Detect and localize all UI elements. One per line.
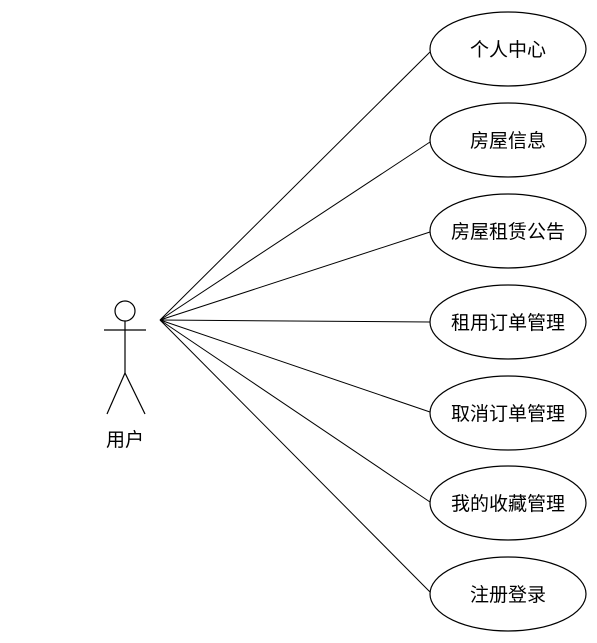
- association-line-2: [159, 141, 431, 321]
- use-case-label: 房屋租赁公告: [451, 221, 565, 243]
- actor-right-leg: [124, 372, 146, 415]
- use-case-ellipse: [429, 465, 587, 541]
- use-case-label: 个人中心: [470, 39, 546, 61]
- use-case-5: 取消订单管理: [429, 375, 587, 451]
- use-case-3: 房屋租赁公告: [429, 193, 587, 269]
- use-case-label: 取消订单管理: [451, 403, 565, 425]
- use-case-1: 个人中心: [429, 11, 587, 87]
- use-case-ellipse: [429, 193, 587, 269]
- association-line-7: [159, 319, 431, 593]
- association-line-3: [159, 231, 431, 321]
- use-case-6: 我的收藏管理: [429, 465, 587, 541]
- use-case-ellipse: [429, 556, 587, 632]
- association-line-1: [159, 51, 431, 321]
- association-lines: [159, 51, 431, 593]
- use-case-ellipse: [429, 284, 587, 360]
- actor-figure: [104, 300, 146, 415]
- association-line-4: [159, 319, 431, 323]
- actor-left-leg: [106, 372, 126, 415]
- use-case-ellipse: [429, 102, 587, 178]
- use-case-label: 租用订单管理: [451, 312, 565, 334]
- use-case-2: 房屋信息: [429, 102, 587, 178]
- use-case-4: 租用订单管理: [429, 284, 587, 360]
- use-case-ellipse: [429, 11, 587, 87]
- use-case-7: 注册登录: [429, 556, 587, 632]
- association-line-5: [159, 319, 431, 413]
- use-case-label: 注册登录: [470, 584, 546, 606]
- association-line-6: [159, 319, 431, 503]
- actor-head: [114, 300, 136, 322]
- use-case-label: 我的收藏管理: [451, 493, 565, 515]
- use-case-label: 房屋信息: [470, 130, 546, 152]
- use-case-ellipse: [429, 375, 587, 451]
- actor-label: 用户: [106, 429, 144, 451]
